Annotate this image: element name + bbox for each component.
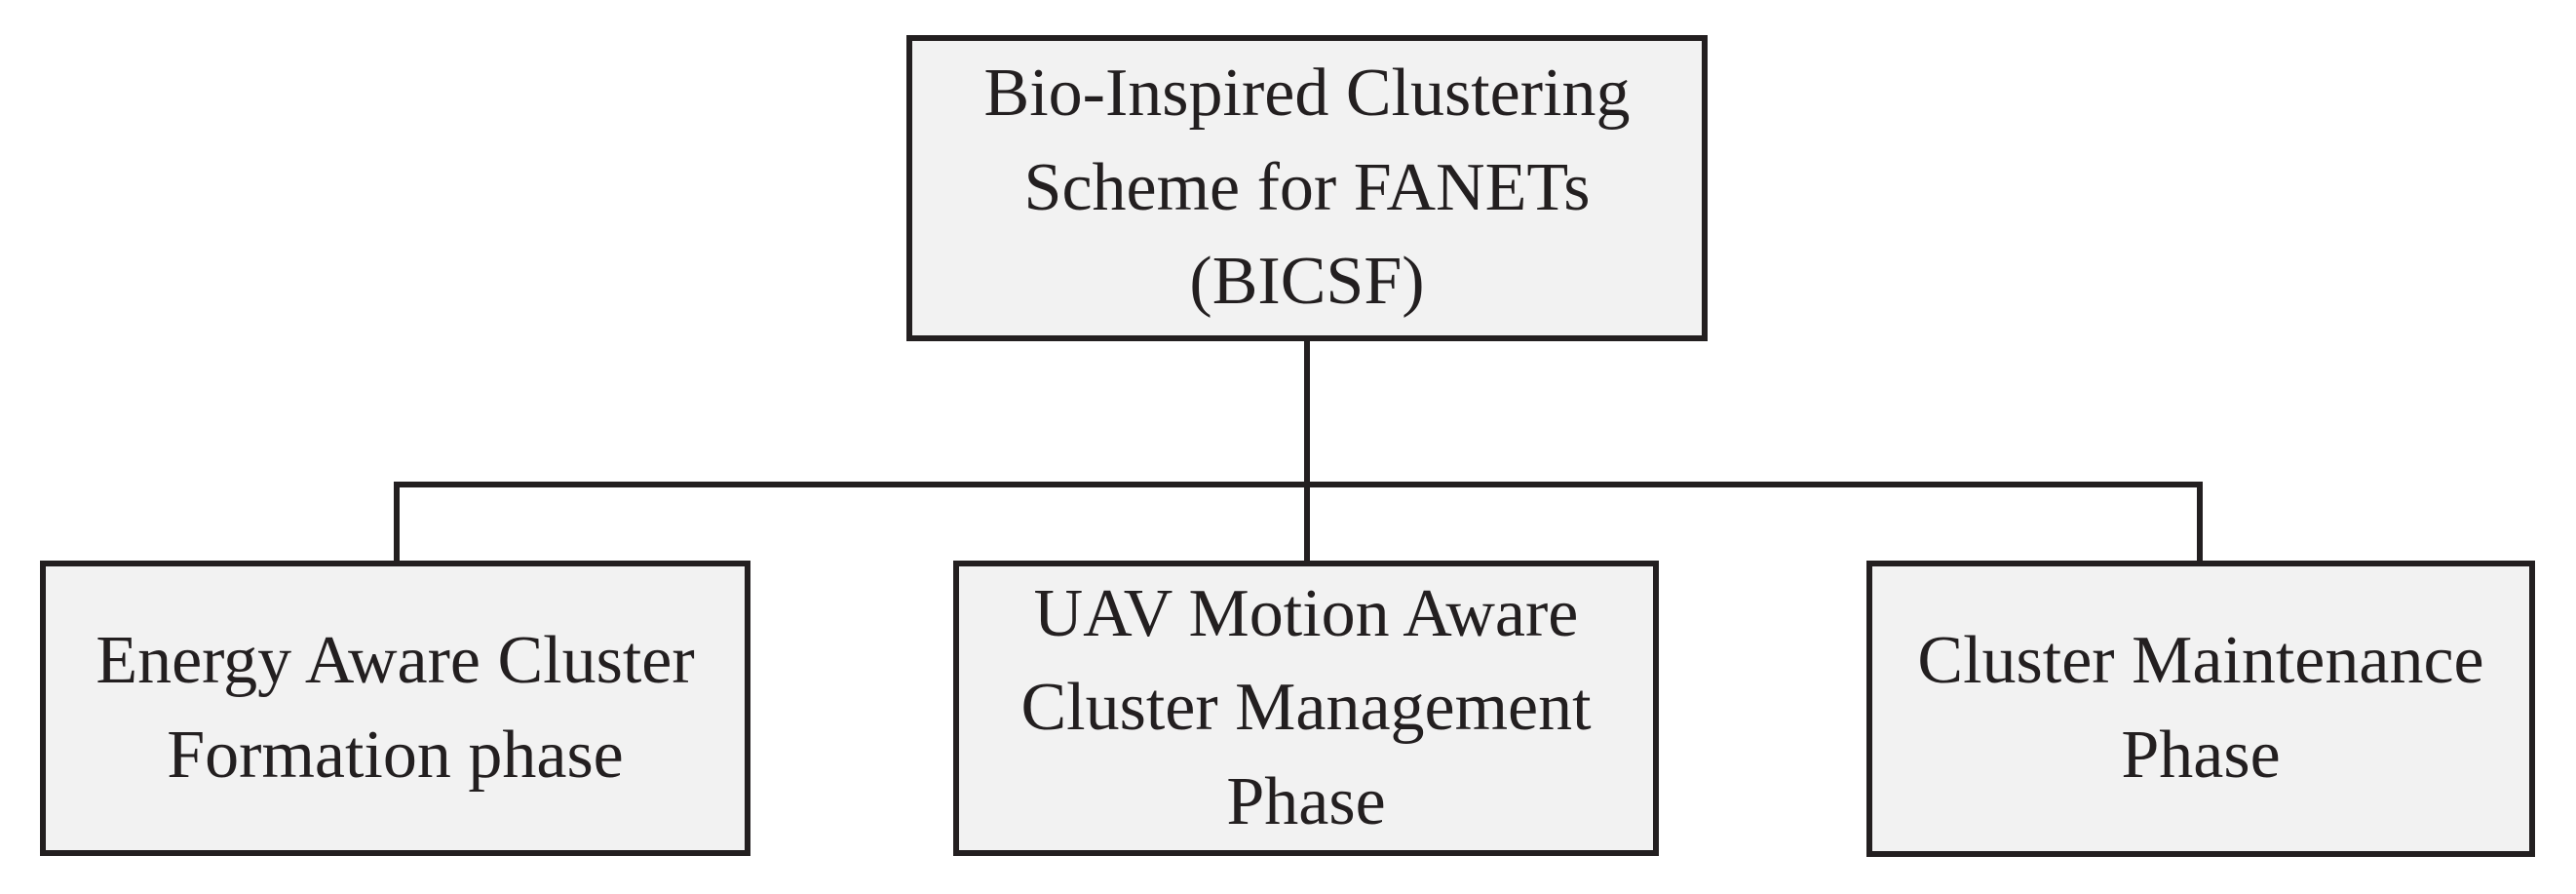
node-child-label: Energy Aware Cluster Formation phase [96, 622, 695, 793]
node-child-label: UAV Motion Aware Cluster Management Phas… [1020, 575, 1592, 839]
connector-drop-right [2197, 482, 2203, 561]
node-child-label: Cluster Maintenance Phase [1917, 623, 2484, 793]
node-cluster-maintenance: Cluster Maintenance Phase [1866, 561, 2535, 857]
node-energy-aware-cluster-formation: Energy Aware Cluster Formation phase [40, 561, 750, 856]
connector-horizontal-rail [394, 482, 2203, 487]
node-uav-motion-aware-cluster-management: UAV Motion Aware Cluster Management Phas… [953, 561, 1659, 856]
node-root-bicsf: Bio-Inspired Clustering Scheme for FANET… [906, 35, 1708, 341]
connector-trunk-vertical [1304, 341, 1310, 561]
node-root-label: Bio-Inspired Clustering Scheme for FANET… [983, 56, 1631, 320]
connector-drop-left [394, 482, 400, 561]
